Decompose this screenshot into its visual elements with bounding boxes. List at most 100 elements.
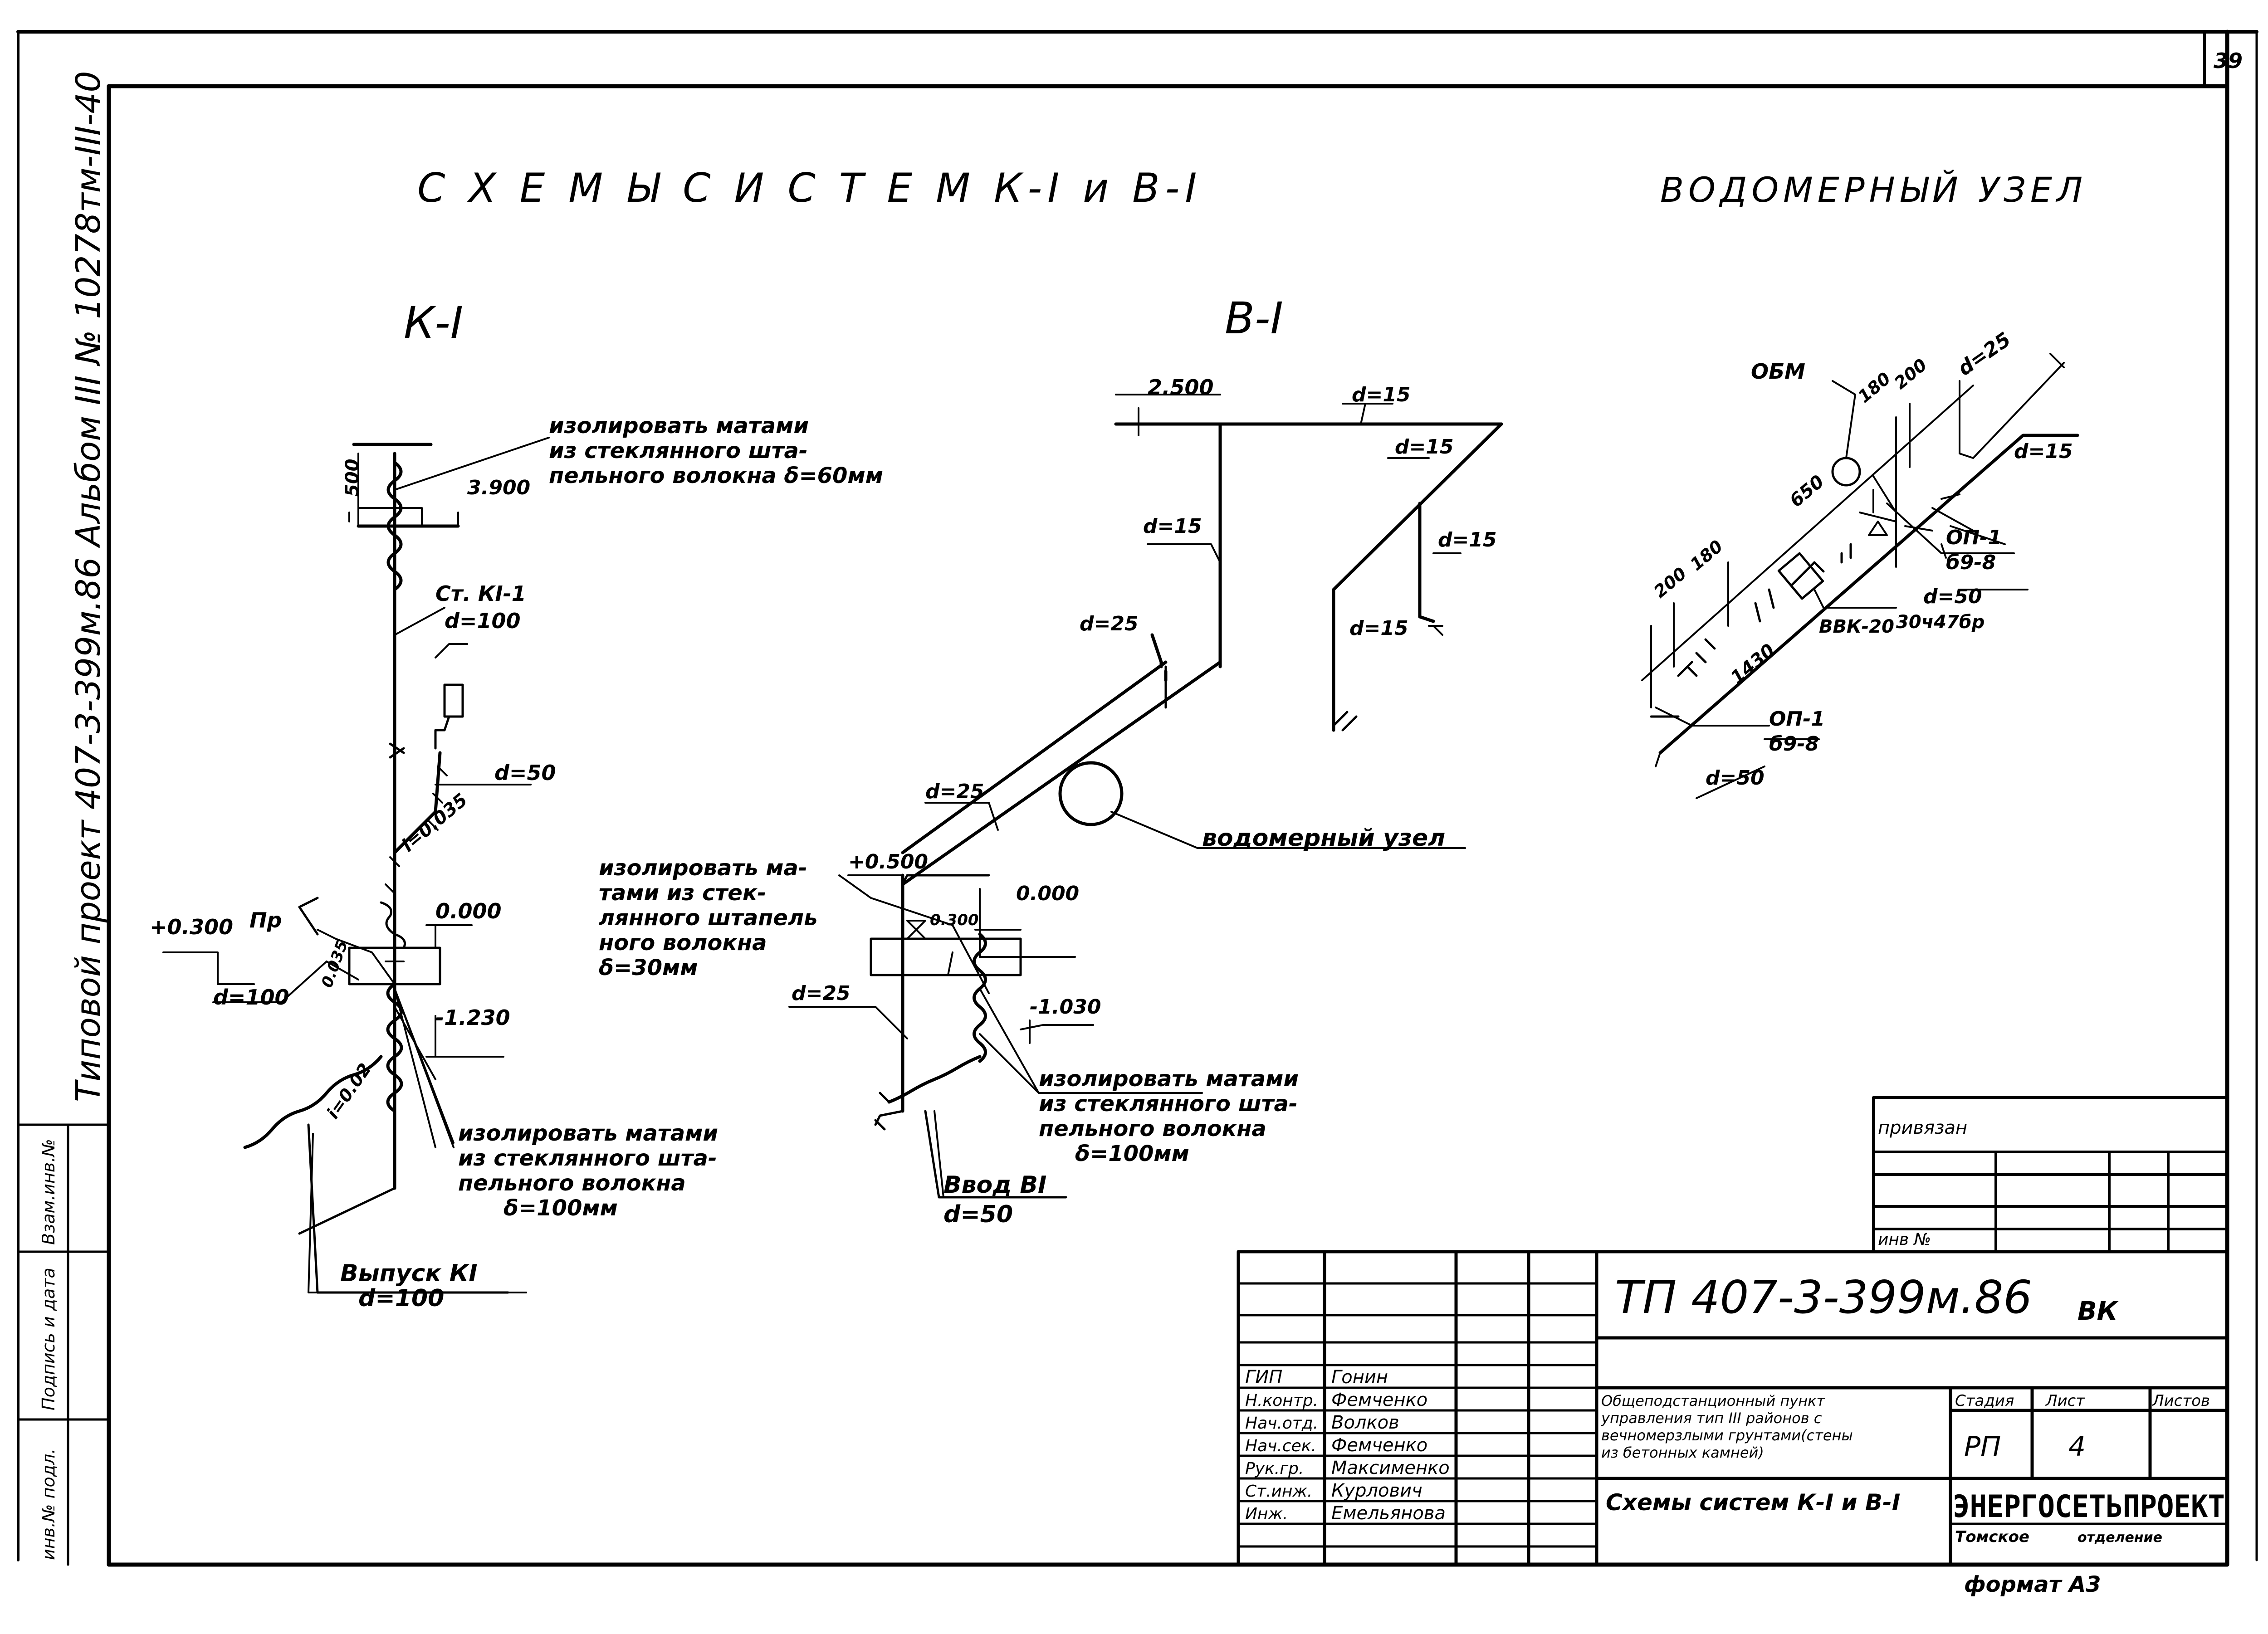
k1-note-bottom-1: изолировать матами: [458, 1121, 718, 1146]
side-title: Типовой проект 407-3-399м.86 Альбом III …: [69, 71, 108, 1102]
tb-desc-4: из бетонных камней): [1601, 1444, 1764, 1461]
tb-name-3: Фемченко: [1331, 1435, 1427, 1456]
meter-unit-scheme: [1641, 353, 2079, 799]
b1-scheme: [788, 394, 1503, 1199]
tb-org-branch-1: Томское: [1955, 1528, 2029, 1546]
tb-sheet-header: Лист: [2045, 1392, 2085, 1410]
k1-scheme: [162, 437, 550, 1294]
mu-d15: d=15: [2014, 440, 2073, 463]
mu-valve: 30ч47бр: [1896, 612, 1984, 633]
tb-sheet: 4: [2068, 1431, 2086, 1463]
tb-org: ЭНЕРГОСЕТЬПРОЕКТ: [1953, 1489, 2225, 1525]
mu-meter: ВВК-20: [1819, 616, 1894, 637]
b1-note-right-4: δ=100мм: [1075, 1141, 1189, 1166]
b1-d15-e: d=15: [1349, 617, 1408, 640]
title-block: [1237, 1250, 2229, 1566]
tb-name-2: Волков: [1331, 1412, 1399, 1433]
mu-d50-top: d=50: [1923, 585, 1982, 608]
mu-op-bottom-1: ОП-1: [1769, 707, 1825, 731]
k1-riser: Ст. КI-1: [435, 581, 526, 606]
mu-obm: ОБМ: [1751, 359, 1805, 384]
k1-level-p0300: +0.300: [150, 915, 233, 939]
b1-level-p0500: +0.500: [848, 850, 928, 873]
stamp-vzam: Взам.инв.№: [39, 1139, 59, 1245]
k1-level-3900: 3.900: [467, 476, 530, 499]
k1-note-top-1: изолировать матами: [549, 413, 809, 439]
b1-level-m1030: -1.030: [1030, 995, 1101, 1019]
page-number: 39: [2214, 49, 2243, 73]
tb-code: ТП 407-3-399м.86: [1615, 1271, 2032, 1324]
k1-riser-d: d=100: [445, 609, 521, 633]
b1-note-left-1: изолировать ма-: [599, 855, 807, 881]
left-stamp: [17, 1123, 110, 1566]
b1-note-left-3: лянного штапель: [599, 905, 817, 931]
mu-d25: d=25: [1954, 328, 2015, 380]
b1-meter-label: водомерный узел: [1202, 824, 1445, 852]
tb-role-0: ГИП: [1245, 1367, 1282, 1388]
tb-desc-3: вечномерзлыми грунтами(стены: [1601, 1427, 1853, 1444]
tb-drawing-name: Схемы систем К-I и В-I: [1606, 1489, 1900, 1516]
b1-d15-a: d=15: [1352, 383, 1411, 406]
tb-stage: РП: [1964, 1431, 2001, 1463]
mu-dim-180b: 180: [1854, 368, 1895, 407]
binding-privyazan: привязан: [1878, 1117, 1967, 1138]
tb-role-2: Нач.отд.: [1245, 1414, 1318, 1433]
b1-note-left-4: ного волокна: [599, 930, 767, 956]
k1-outlet: Выпуск КI: [340, 1260, 478, 1287]
b1-d15-b: d=15: [1395, 435, 1454, 458]
b1-note-right-3: пельного волокна: [1039, 1116, 1266, 1141]
tb-name-0: Гонин: [1331, 1367, 1388, 1388]
mu-op-bottom-2: б9-8: [1769, 732, 1819, 756]
tb-desc-1: Общеподстанционный пункт: [1601, 1392, 1825, 1410]
tb-role-1: Н.контр.: [1245, 1391, 1318, 1410]
k1-level-0000: 0.000: [435, 899, 502, 923]
meter-unit-title: ВОДОМЕРНЫЙ УЗЕЛ: [1660, 170, 2087, 210]
b1-d25-a: d=25: [1080, 612, 1139, 635]
b1-d15-c: d=15: [1438, 528, 1497, 551]
k1-d50: d=50: [494, 761, 556, 785]
tb-name-5: Курлович: [1331, 1480, 1422, 1501]
mu-dim-200a: 200: [1650, 563, 1691, 602]
tb-sheets-header: Листов: [2151, 1392, 2210, 1410]
b1-note-left-2: тами из стек-: [599, 880, 766, 906]
tb-desc-2: управления тип III районов с: [1601, 1410, 1822, 1427]
k1-slope-0035: i=0.035: [398, 790, 472, 856]
binding-inv: инв №: [1878, 1230, 1931, 1249]
tb-name-4: Максименко: [1331, 1458, 1450, 1478]
mu-dim-200b: 200: [1891, 355, 1931, 393]
mu-dim-1430: 1430: [1727, 640, 1779, 688]
tb-org-branch-2: отделение: [2077, 1530, 2162, 1546]
mu-d50-bottom: d=50: [1706, 766, 1765, 790]
tb-stage-header: Стадия: [1955, 1392, 2014, 1410]
stamp-podpis: Подпись и дата: [39, 1268, 59, 1410]
k1-slope-002: i=0.02: [323, 1059, 375, 1122]
tb-doc: ВК: [2077, 1297, 2119, 1326]
mu-op-top-2: б9-8: [1946, 551, 1996, 574]
k1-note-bottom-3: пельного волокна: [458, 1171, 686, 1196]
mu-dim-180a: 180: [1686, 536, 1727, 575]
k1-outlet-d: d=100: [358, 1285, 444, 1312]
k1-note-bottom-2: из стеклянного шта-: [458, 1146, 717, 1171]
tb-role-4: Рук.гр.: [1245, 1459, 1304, 1478]
k1-note-bottom-4: δ=100мм: [503, 1195, 618, 1221]
b1-d25-c: d=25: [792, 982, 850, 1005]
k1-note-top-3: пельного волокна δ=60мм: [549, 463, 883, 488]
tb-role-3: Нач.сек.: [1245, 1437, 1316, 1455]
b1-d15-d: d=15: [1143, 515, 1202, 538]
b1-note-right-2: из стеклянного шта-: [1039, 1091, 1298, 1117]
schemes-title: С Х Е М Ы С И С Т Е М К-I и В-I: [417, 165, 1202, 211]
k1-dim-500: 500: [342, 459, 363, 497]
mu-op-top-1: ОП-1: [1946, 526, 2002, 549]
tb-name-1: Фемченко: [1331, 1390, 1427, 1410]
b1-level-2500: 2.500: [1148, 375, 1214, 400]
k1-note-top-2: из стеклянного шта-: [549, 438, 808, 463]
b1-note-right-1: изолировать матами: [1039, 1066, 1299, 1092]
b1-inlet-d: d=50: [943, 1201, 1013, 1228]
k1-title: К-I: [404, 298, 463, 348]
b1-title: В-I: [1225, 293, 1283, 344]
k1-pr: Пр: [249, 908, 282, 932]
mu-dim-650: 650: [1786, 471, 1828, 512]
stamp-inv-podl: инв.№ подл.: [39, 1449, 59, 1560]
b1-level-0000: 0.000: [1016, 882, 1079, 905]
tb-name-6: Емельянова: [1331, 1503, 1446, 1524]
